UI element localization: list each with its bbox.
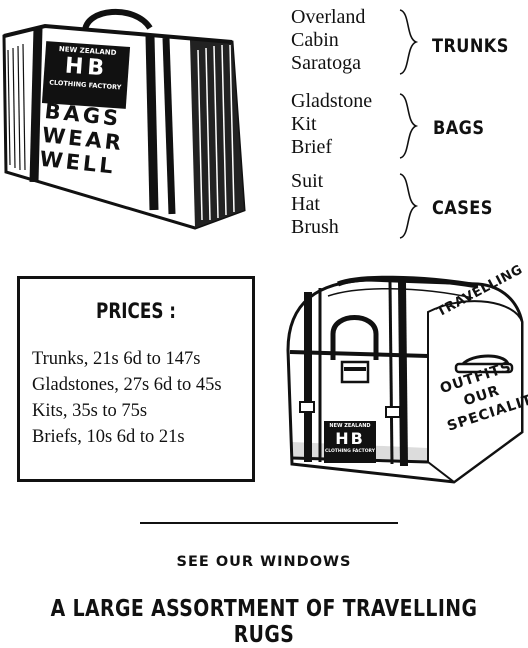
rugs-headline: A LARGE ASSORTMENT OF TRAVELLING RUGS (50, 596, 478, 648)
list-item: Suit (291, 170, 324, 192)
bracket-icon (399, 173, 419, 239)
category-cases: CASES (432, 197, 493, 219)
product-list-cases: Suit Hat Brush (291, 170, 339, 239)
divider (140, 522, 398, 524)
list-item: Overland (291, 6, 366, 28)
category-bags: BAGS (433, 117, 485, 139)
list-item: Brush (291, 216, 339, 238)
price-row: Trunks, 21s 6d to 147s (32, 349, 201, 369)
list-item: Hat (291, 193, 320, 215)
trunk-brand-label: NEW ZEALAND HB CLOTHING FACTORY (324, 421, 376, 463)
product-list-trunks: Overland Cabin Saratoga (291, 6, 365, 75)
see-windows-text: SEE OUR WINDOWS (176, 554, 352, 570)
category-trunks: TRUNKS (432, 35, 509, 57)
trunk-brand-top: NEW ZEALAND (329, 423, 371, 429)
bracket-icon (399, 93, 419, 159)
price-row: Briefs, 10s 6d to 21s (32, 427, 185, 447)
list-item: Cabin (291, 29, 339, 51)
prices-title: PRICES : (96, 299, 176, 323)
trunk-brand-bottom: CLOTHING FACTORY (324, 449, 376, 454)
list-item: Kit (291, 113, 317, 135)
suitcase-slogan: BAGS WEAR WELL (39, 99, 146, 181)
price-row: Gladstones, 27s 6d to 45s (32, 375, 222, 395)
price-row: Kits, 35s to 75s (32, 401, 148, 421)
prices-box: PRICES : Trunks, 21s 6d to 147s Gladston… (17, 276, 255, 482)
suitcase-brand-label: NEW ZEALAND HB CLOTHING FACTORY (41, 41, 131, 109)
trunk-brand-mark: HB (335, 429, 365, 448)
list-item: Gladstone (291, 90, 373, 112)
list-item: Saratoga (291, 52, 361, 74)
bracket-icon (399, 9, 419, 75)
list-item: Brief (291, 136, 333, 158)
product-list-bags: Gladstone Kit Brief (291, 90, 372, 159)
